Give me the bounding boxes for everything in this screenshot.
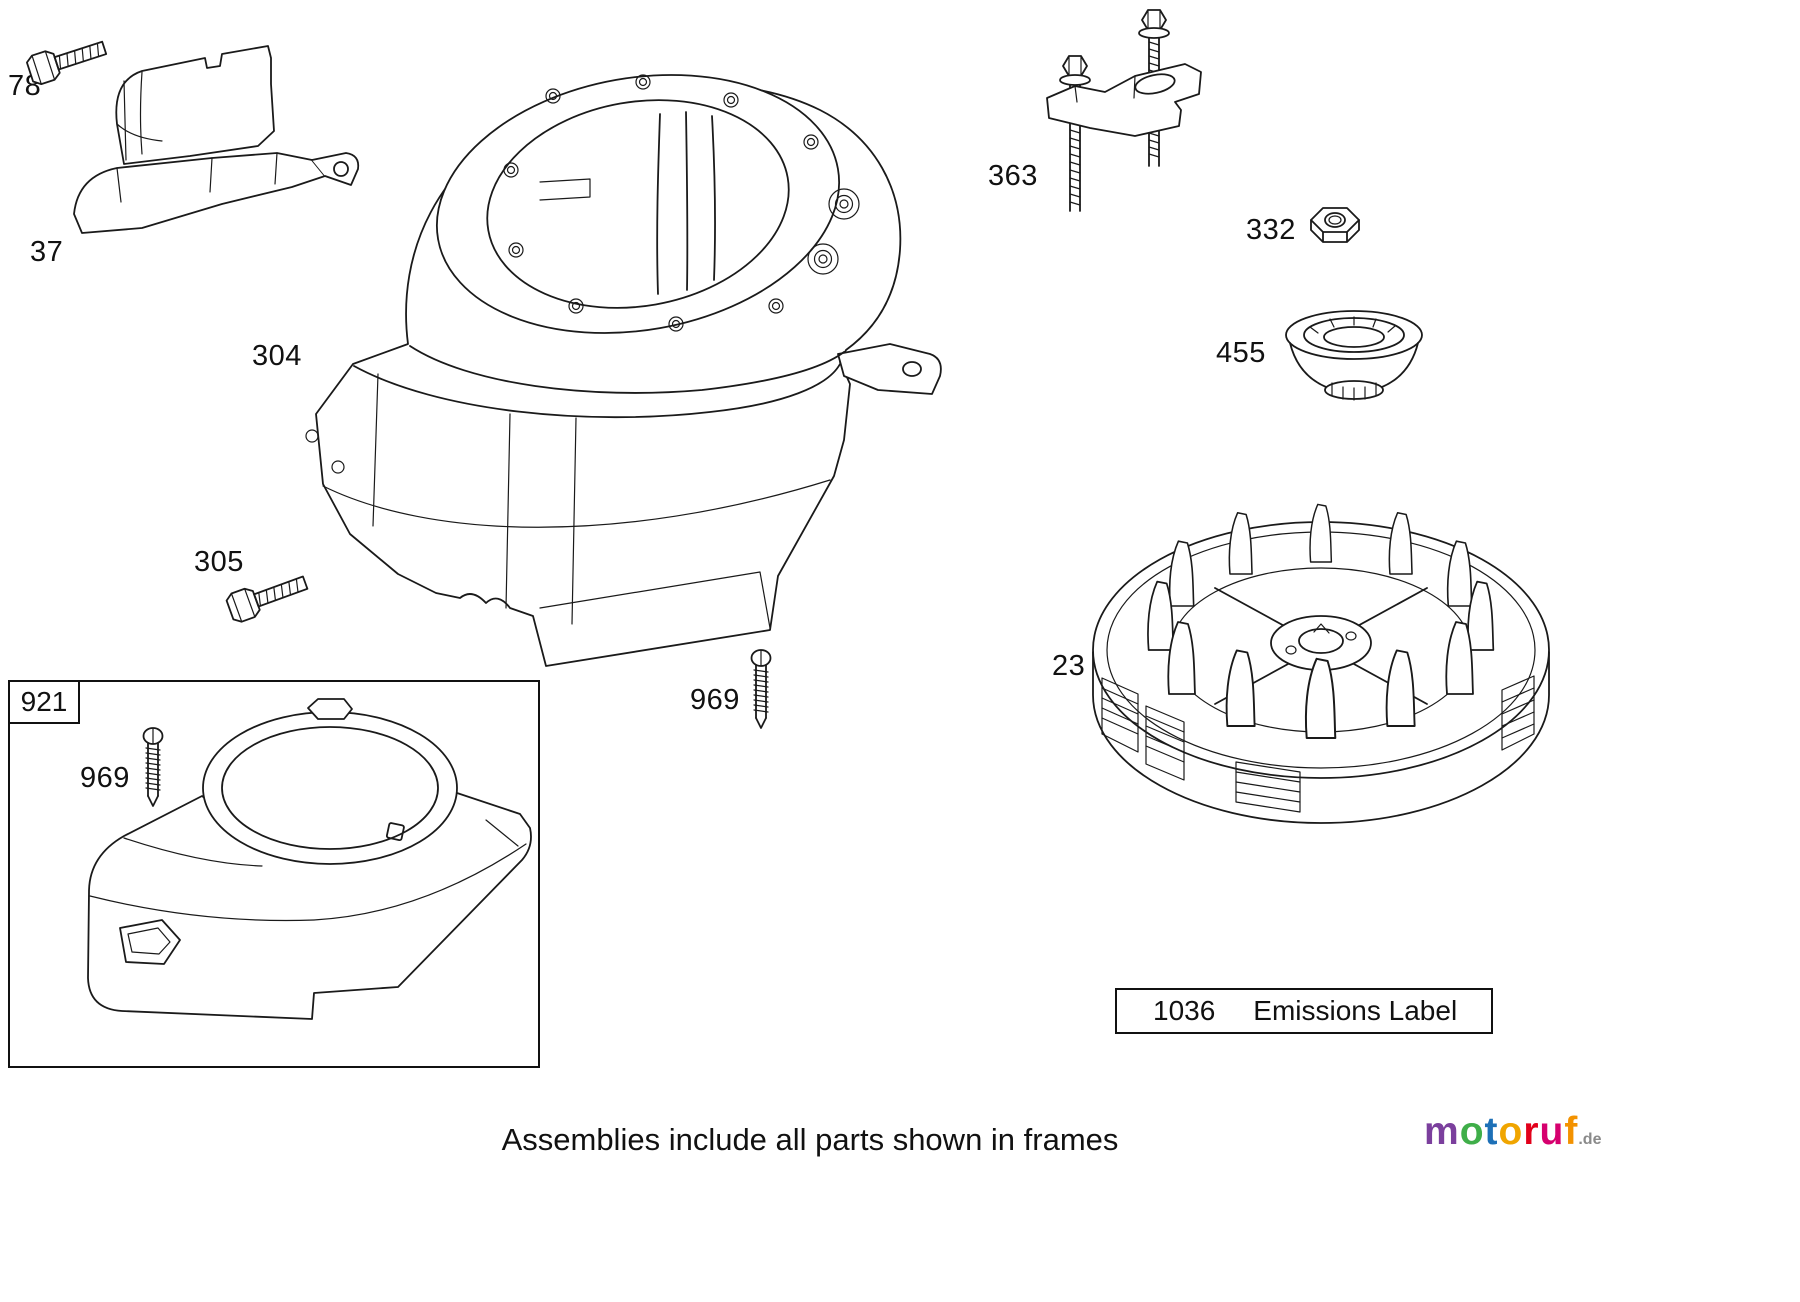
logo-suffix: .de: [1578, 1131, 1602, 1148]
screw-969-frame-drawing: [142, 727, 164, 807]
part-label-305: 305: [194, 546, 244, 578]
screw-969-drawing: [750, 649, 772, 729]
starter-cup-455-drawing: [1285, 310, 1423, 401]
part-label-23: 23: [1052, 650, 1086, 682]
logo: motoruf.de: [1424, 1110, 1601, 1154]
part-label-37: 37: [30, 236, 64, 268]
blower-housing-304-drawing: [305, 74, 942, 667]
frame-number-921: 921: [8, 680, 80, 724]
hex-bolt-305-drawing: [225, 575, 309, 623]
part-label-332: 332: [1246, 214, 1296, 246]
heat-shield-37-drawing: [73, 45, 360, 234]
emissions-text: Emissions Label: [1253, 995, 1458, 1026]
flywheel-puller-363-drawing: [1046, 9, 1202, 212]
hex-nut-332-drawing: [1310, 207, 1360, 243]
emissions-number: 1036: [1153, 995, 1216, 1026]
part-label-455: 455: [1216, 337, 1266, 369]
flywheel-23-drawing: [1092, 503, 1550, 824]
hex-bolt-78-drawing: [26, 40, 108, 86]
part-label-363: 363: [988, 160, 1038, 192]
part-label-969-frame: 969: [80, 762, 130, 794]
part-label-969: 969: [690, 684, 740, 716]
emissions-label-box: 1036 Emissions Label: [1115, 988, 1493, 1034]
part-label-304: 304: [252, 340, 302, 372]
fan-cover-921-drawing: [87, 698, 532, 1020]
assembly-frame-921: 921: [8, 680, 540, 1068]
diagram-caption: Assemblies include all parts shown in fr…: [501, 1122, 1119, 1157]
logo-letters: motoruf: [1424, 1110, 1579, 1153]
